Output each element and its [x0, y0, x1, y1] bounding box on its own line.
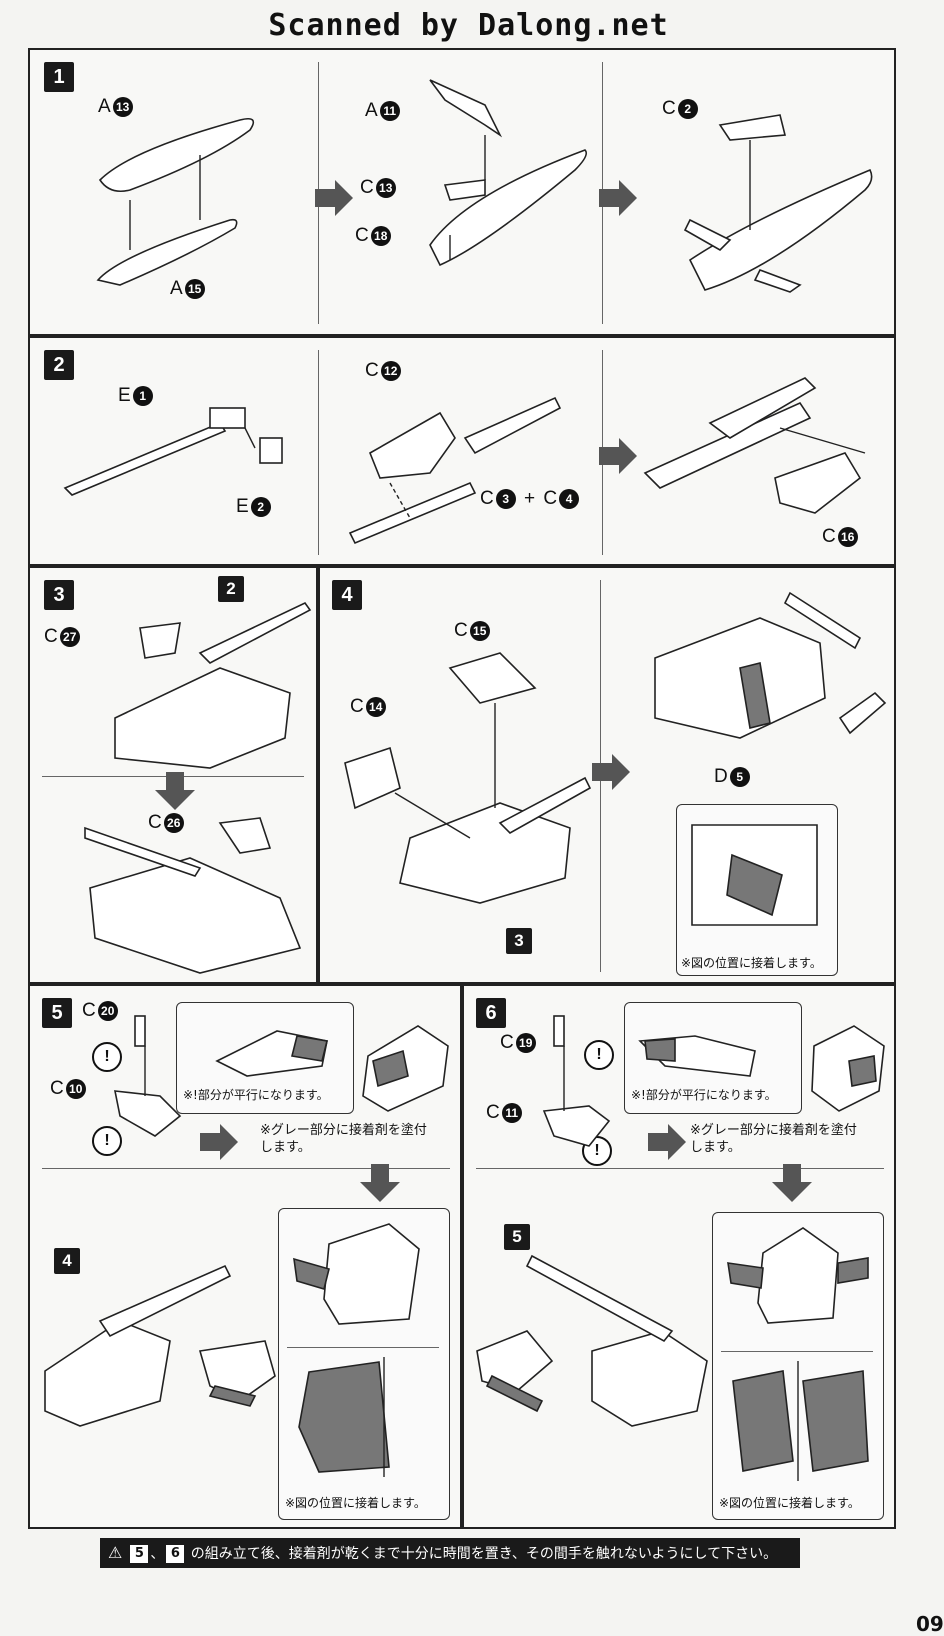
- next-arrow: [200, 1124, 238, 1160]
- warning-triangle-icon: ⚠: [108, 1543, 123, 1562]
- next-arrow: [360, 1164, 400, 1202]
- handle-assembly-illustration: [348, 396, 562, 545]
- next-arrow: [155, 772, 195, 810]
- step-number: 6: [476, 998, 506, 1028]
- step-number: 1: [44, 62, 74, 92]
- fin-assembly-illustration: [429, 79, 588, 267]
- next-arrow: [599, 180, 637, 216]
- detail-inset: ※図の位置に接着します。: [712, 1212, 884, 1520]
- arm-attach-illustration: [44, 1264, 276, 1427]
- handguard-upper-illustration: [114, 601, 312, 769]
- detail-illustration: [727, 1227, 869, 1324]
- divider: [476, 1168, 884, 1169]
- wing-part-illustration: [96, 117, 255, 286]
- detail-inset: ※図の位置に接着します。: [278, 1208, 450, 1520]
- glue-position-note: ※図の位置に接着します。: [719, 1496, 860, 1510]
- grip-assembly-illustration: [344, 652, 592, 904]
- parallel-note: ※!部分が平行になります。: [183, 1088, 329, 1102]
- scanner-credit: Scanned by Dalong.net: [268, 8, 669, 43]
- step-number: 5: [42, 998, 72, 1028]
- arm-attach-illustration: [476, 1254, 708, 1427]
- step-ref: 5: [130, 1545, 149, 1563]
- detail-illustration: [293, 1223, 420, 1325]
- sword-illustration: [63, 407, 283, 496]
- step-number: 3: [44, 580, 74, 610]
- handguard-lower-illustration: [84, 817, 302, 974]
- warning-text: の組み立て後、接着剤が乾くまで十分に時間を置き、その間手を触れないようにして下さ…: [190, 1546, 778, 1562]
- parallel-note: ※!部分が平行になります。: [631, 1088, 777, 1102]
- booster-illustration: [683, 114, 873, 293]
- divider: [42, 1168, 450, 1169]
- page-number: 09: [916, 1612, 944, 1636]
- reference-step: 4: [54, 1248, 80, 1274]
- hinge-side-illustration: [362, 1025, 449, 1112]
- grip-glue-illustration: [654, 591, 887, 739]
- divider: [318, 350, 319, 555]
- warning-bar: ⚠5、6 の組み立て後、接着剤が乾くまで十分に時間を置き、その間手を触れないよう…: [100, 1538, 800, 1568]
- next-arrow: [772, 1164, 812, 1202]
- detail-inset: ※!部分が平行になります。: [176, 1002, 354, 1114]
- reference-step: 2: [218, 576, 244, 602]
- glue-position-note: ※図の位置に接着します。: [285, 1496, 426, 1510]
- glue-gray-note: ※グレー部分に接着剤を塗付 します。: [690, 1123, 857, 1155]
- detail-illustration: [691, 824, 818, 926]
- detail-inset: ※!部分が平行になります。: [624, 1002, 802, 1114]
- reference-step: 3: [506, 928, 532, 954]
- exclamation-icon: !: [584, 1040, 614, 1070]
- glue-gray-note: ※グレー部分に接着剤を塗付 します。: [260, 1123, 427, 1155]
- detail-inset: ※図の位置に接着します。: [676, 804, 838, 976]
- next-arrow: [592, 754, 630, 790]
- step-number: 4: [332, 580, 362, 610]
- glue-position-note: ※図の位置に接着します。: [681, 956, 822, 970]
- next-arrow: [315, 180, 353, 216]
- detail-illustration: [638, 1035, 756, 1077]
- step-number: 2: [44, 350, 74, 380]
- hinge-side-illustration: [811, 1025, 885, 1112]
- next-arrow: [599, 438, 637, 474]
- detail-illustration: [215, 1030, 328, 1077]
- handle-combined-illustration: [643, 377, 866, 514]
- divider: [721, 1351, 873, 1352]
- next-arrow: [648, 1124, 686, 1160]
- exclamation-icon: !: [92, 1126, 122, 1156]
- hinge-part-illustration: [542, 1015, 611, 1147]
- exclamation-icon: !: [92, 1042, 122, 1072]
- step-ref: 6: [166, 1545, 185, 1563]
- divider: [287, 1347, 439, 1348]
- hinge-part-illustration: [114, 1015, 182, 1137]
- reference-step: 5: [504, 1224, 530, 1250]
- detail-illustration: [732, 1361, 869, 1481]
- detail-illustration: [298, 1357, 390, 1477]
